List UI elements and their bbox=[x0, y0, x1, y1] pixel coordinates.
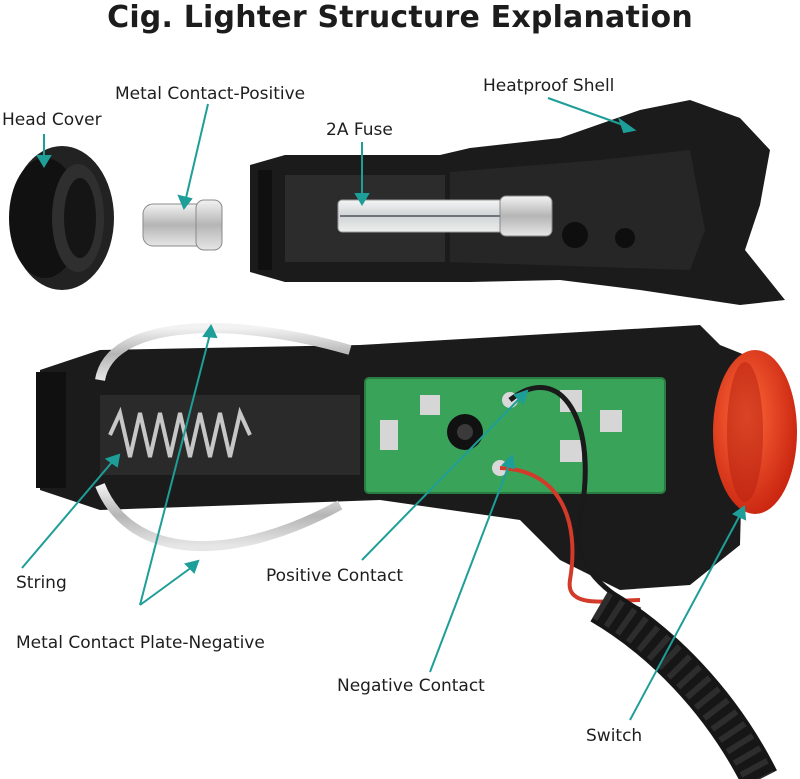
label-metal-contact-plate-negative: Metal Contact Plate-Negative bbox=[16, 633, 265, 653]
switch-part bbox=[713, 350, 797, 514]
page-title: Cig. Lighter Structure Explanation bbox=[0, 0, 800, 35]
label-metal-contact-positive: Metal Contact-Positive bbox=[115, 84, 305, 104]
metal-contact-positive-part bbox=[143, 200, 222, 250]
lighter-assembly bbox=[36, 325, 797, 779]
label-switch: Switch bbox=[586, 726, 642, 746]
label-heatproof-shell: Heatproof Shell bbox=[483, 76, 614, 96]
label-string: String bbox=[16, 573, 67, 593]
head-cover-part bbox=[9, 146, 114, 290]
label-2a-fuse: 2A Fuse bbox=[326, 120, 393, 140]
label-head-cover: Head Cover bbox=[2, 110, 102, 130]
label-negative-contact: Negative Contact bbox=[337, 676, 485, 696]
label-positive-contact: Positive Contact bbox=[266, 566, 403, 586]
fuse-part bbox=[338, 196, 552, 236]
